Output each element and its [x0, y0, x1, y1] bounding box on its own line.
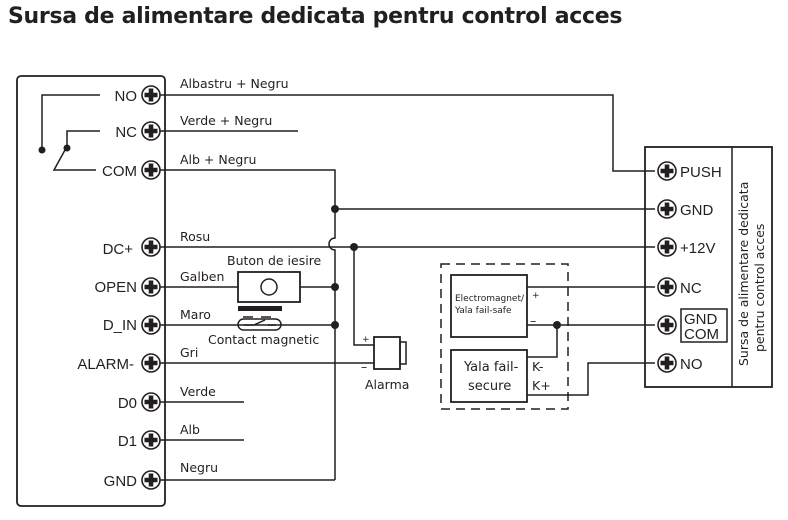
exit-button	[237, 271, 301, 303]
junction-dot	[331, 205, 339, 213]
fail-secure-box	[450, 349, 528, 403]
terminal-label-open: OPEN	[94, 279, 137, 296]
alarm-siren	[373, 336, 401, 370]
ps-terminal-com: COM	[684, 326, 719, 343]
exit-button-circle	[260, 278, 278, 296]
wire-no-to-push	[160, 94, 655, 172]
screw-terminal-icon	[141, 470, 161, 490]
alarm-label: Alarma	[365, 377, 409, 392]
wire-kplus-to-no	[527, 362, 655, 396]
screw-terminal-icon	[141, 160, 161, 180]
ps-terminal-gnd2: GND	[684, 311, 718, 328]
relay-no-line	[41, 94, 100, 150]
wire-label: Alb	[180, 422, 200, 437]
wire-label: Alb + Negru	[180, 152, 256, 167]
ps-terminal-no: NO	[680, 356, 703, 373]
terminal-label-com: COM	[102, 163, 137, 180]
terminal-label-d-in: D_IN	[103, 317, 137, 334]
wire-label: Verde	[180, 384, 216, 399]
junction-dot	[331, 321, 339, 329]
relay-contact-dot	[38, 146, 46, 154]
terminal-label-nc: NC	[115, 124, 137, 141]
ps-terminal-nc: NC	[680, 280, 702, 297]
screw-terminal-icon	[657, 353, 677, 373]
ps-terminal-12v: +12V	[680, 240, 715, 257]
screw-terminal-icon	[141, 121, 161, 141]
screw-terminal-icon	[657, 315, 677, 335]
fail-secure-kplus: K+	[532, 378, 551, 393]
screw-terminal-icon	[141, 353, 161, 373]
junction-dot	[331, 283, 339, 291]
wire-label: Albastru + Negru	[180, 76, 289, 91]
electromagnet-label: Yala fail-safe	[454, 306, 512, 316]
electromagnet-minus: –	[530, 313, 536, 328]
screw-terminal-icon	[141, 277, 161, 297]
wire-label: Verde + Negru	[180, 113, 272, 128]
screw-terminal-icon	[141, 392, 161, 412]
magnet-bar	[238, 306, 282, 311]
terminal-label-gnd: GND	[104, 473, 138, 490]
fail-secure-label: Yala fail-	[463, 360, 519, 375]
fail-secure-label: secure	[468, 379, 511, 394]
reed-switch	[237, 318, 282, 331]
terminal-label-no: NO	[115, 88, 138, 105]
alarm-plus: +	[362, 335, 370, 345]
terminal-label-d1: D1	[118, 433, 137, 450]
wire-label: Maro	[180, 307, 211, 322]
wire-com-bus	[160, 169, 336, 480]
screw-terminal-icon	[657, 277, 677, 297]
relay-com-line	[52, 149, 96, 171]
electromagnet-plus: +	[532, 291, 540, 301]
power-supply-side-label: Sursa de alimentare dedicata	[736, 182, 751, 366]
wire-label: Galben	[180, 269, 224, 284]
wire-kminus	[527, 325, 558, 358]
wire-label: Rosu	[180, 229, 210, 244]
electromagnet-label: Electromagnet/	[455, 294, 525, 304]
ps-terminal-push: PUSH	[680, 164, 722, 181]
terminal-label-dc-plus: DC+	[103, 241, 134, 258]
relay-nc-line	[66, 130, 100, 146]
terminal-label-d0: D0	[118, 395, 137, 412]
screw-terminal-icon	[141, 430, 161, 450]
screw-terminal-icon	[141, 237, 161, 257]
screw-terminal-icon	[657, 237, 677, 257]
alarm-siren-horn	[399, 341, 407, 365]
wire-label: Gri	[180, 345, 198, 360]
fail-secure-kminus: K-	[532, 359, 543, 374]
screw-terminal-icon	[141, 85, 161, 105]
power-supply-side-label: pentru control acces	[752, 224, 767, 352]
screw-terminal-icon	[141, 315, 161, 335]
screw-terminal-icon	[657, 161, 677, 181]
exit-button-label: Buton de iesire	[227, 253, 322, 268]
alarm-minus: –	[361, 359, 367, 374]
screw-terminal-icon	[657, 199, 677, 219]
ps-gnd-com-frame	[680, 308, 728, 343]
wire-alarm-plus	[353, 247, 374, 346]
page-title: Sursa de alimentare dedicata pentru cont…	[8, 4, 623, 29]
relay-contact-dot	[63, 144, 71, 152]
power-supply-box	[644, 146, 773, 388]
reed-switch-contact	[244, 319, 276, 326]
terminal-label-alarm: ALARM-	[77, 356, 134, 373]
wire-label: Negru	[180, 460, 218, 475]
magnetic-contact-label: Contact magnetic	[208, 332, 319, 347]
lock-options-group	[440, 263, 569, 410]
ps-terminal-gnd: GND	[680, 202, 714, 219]
controller-box	[16, 75, 166, 507]
electromagnet-box	[450, 274, 528, 338]
